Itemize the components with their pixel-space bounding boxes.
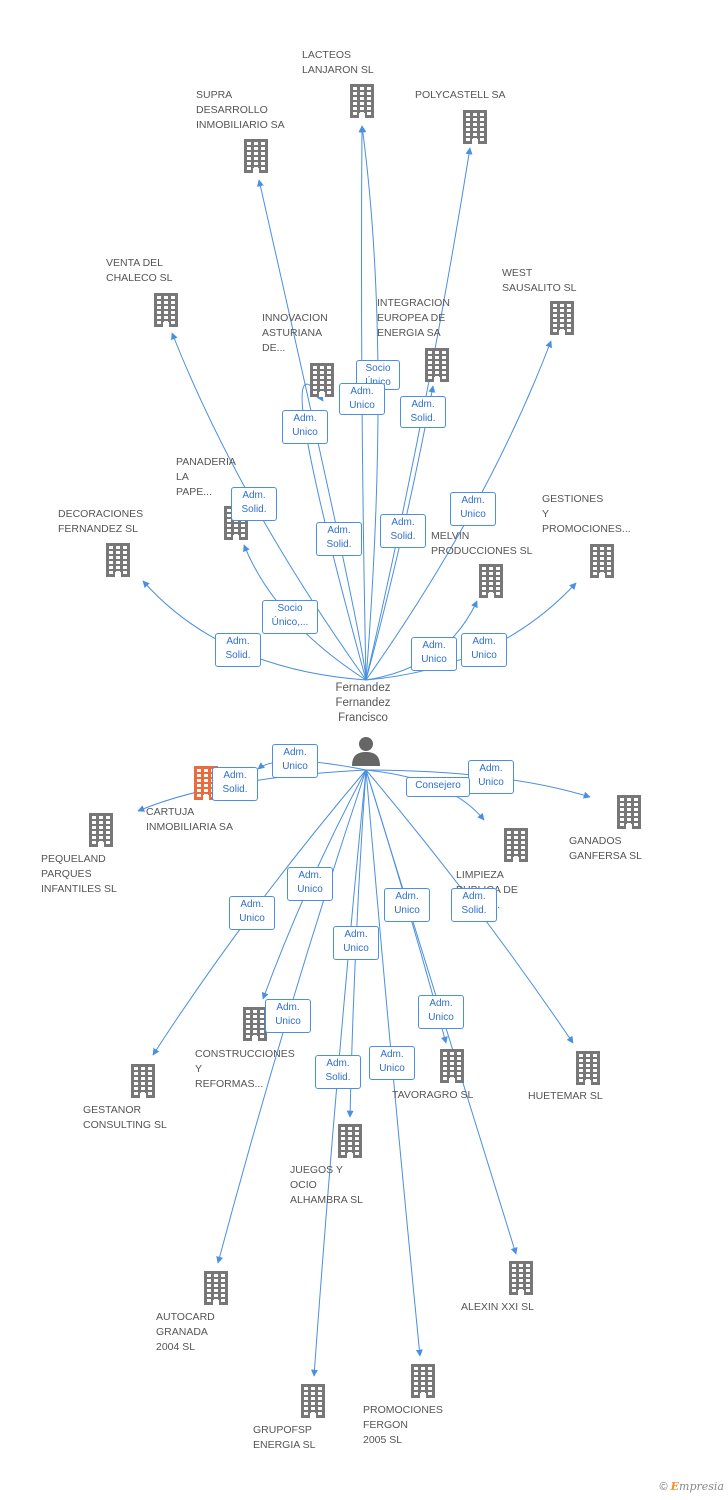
building-icon[interactable] (424, 348, 450, 387)
company-name[interactable]: INNOVACION ASTURIANA DE... (262, 312, 328, 354)
building-icon[interactable] (242, 1007, 268, 1046)
company-name[interactable]: GANADOS GANFERSA SL (569, 835, 642, 862)
building-icon[interactable] (575, 1051, 601, 1090)
building-icon[interactable] (439, 1049, 465, 1088)
edge-label-huetemar[interactable]: Adm. Solid. (451, 888, 497, 922)
edge-label-cartuja[interactable]: Adm. Unico (272, 744, 318, 778)
building-icon[interactable] (478, 564, 504, 603)
building-icon[interactable] (337, 1124, 363, 1163)
copyright-symbol: © (659, 1481, 668, 1493)
edge-label-pequeland[interactable]: Adm. Solid. (212, 767, 258, 801)
edge-label-autocard[interactable]: Adm. Unico (265, 999, 311, 1033)
edge-label-tavoragro[interactable]: Adm. Unico (384, 888, 430, 922)
company-name[interactable]: ALEXIN XXI SL (461, 1301, 534, 1313)
edge-label-gestiones[interactable]: Adm. Unico (461, 633, 507, 667)
brand-logo[interactable]: Empresia (670, 1480, 724, 1493)
edge-label-polycastell[interactable]: Adm. Solid. (400, 396, 446, 428)
edge-label-innovacion[interactable]: Adm. Unico (282, 410, 328, 444)
company-name[interactable]: POLYCASTELL SA (415, 89, 506, 101)
building-icon[interactable] (589, 544, 615, 583)
company-name[interactable]: VENTA DEL CHALECO SL (106, 257, 173, 284)
edge-label-lacteos[interactable]: Adm. Unico (339, 383, 385, 415)
building-icon[interactable] (508, 1261, 534, 1300)
edge-label-decoraciones[interactable]: Adm. Solid. (215, 633, 261, 667)
company-name[interactable]: CARTUJA INMOBILIARIA SA (146, 806, 233, 833)
company-name[interactable]: INTEGRACION EUROPEA DE ENERGIA SA (377, 297, 450, 339)
building-icon[interactable] (153, 293, 179, 332)
company-name[interactable]: CONSTRUCCIONES Y REFORMAS... (195, 1048, 295, 1090)
company-name[interactable]: GESTANOR CONSULTING SL (83, 1104, 167, 1131)
edge-label-venta[interactable]: Adm. Solid. (231, 487, 277, 521)
building-icon[interactable] (243, 139, 269, 178)
company-name[interactable]: MELVIN PRODUCCIONES SL (431, 530, 533, 557)
footer-credit: © Empresia (659, 1480, 724, 1493)
company-name[interactable]: GESTIONES Y PROMOCIONES... (542, 493, 631, 535)
company-name[interactable]: JUEGOS Y OCIO ALHAMBRA SL (290, 1164, 363, 1206)
building-icon[interactable] (300, 1384, 326, 1423)
person-icon[interactable] (350, 735, 382, 767)
building-icon[interactable] (462, 110, 488, 149)
edge-label-panaderia[interactable]: Socio Único,... (262, 600, 318, 634)
company-name[interactable]: HUETEMAR SL (528, 1090, 603, 1102)
edge-label-construcciones[interactable]: Adm. Unico (287, 867, 333, 901)
edge-label-gestanor[interactable]: Adm. Unico (229, 896, 275, 930)
building-icon[interactable] (349, 84, 375, 123)
edge-label-promociones[interactable]: Adm. Unico (369, 1046, 415, 1080)
center-person-name[interactable]: Fernandez Fernandez Francisco (335, 682, 391, 724)
company-name[interactable]: PEQUELAND PARQUES INFANTILES SL (41, 853, 117, 895)
building-icon[interactable] (503, 828, 529, 867)
company-name[interactable]: GRUPOFSP ENERGIA SL (253, 1424, 316, 1451)
company-name[interactable]: DECORACIONES FERNANDEZ SL (58, 508, 144, 535)
edge-label-supra[interactable]: Adm. Solid. (316, 522, 362, 556)
building-icon[interactable] (105, 543, 131, 582)
building-icon[interactable] (88, 813, 114, 852)
company-name[interactable]: PROMOCIONES FERGON 2005 SL (363, 1404, 443, 1446)
edge-label-west[interactable]: Adm. Unico (450, 492, 496, 526)
edge-label-juegos[interactable]: Adm. Unico (333, 926, 379, 960)
company-name[interactable]: SUPRA DESARROLLO INMOBILIARIO SA (196, 89, 285, 131)
building-icon[interactable] (203, 1271, 229, 1310)
building-icon[interactable] (309, 363, 335, 402)
edge-label-ganados[interactable]: Adm. Unico (468, 760, 514, 794)
building-icon[interactable] (616, 795, 642, 834)
building-icon[interactable] (130, 1064, 156, 1103)
company-name[interactable]: WEST SAUSALITO SL (502, 267, 577, 294)
edge-label-grupofsp[interactable]: Adm. Solid. (315, 1055, 361, 1089)
building-icon[interactable] (410, 1364, 436, 1403)
company-name[interactable]: AUTOCARD GRANADA 2004 SL (156, 1311, 215, 1353)
company-name[interactable]: PANADERIA LA PAPE... (176, 456, 236, 498)
edge-label-integracion[interactable]: Adm. Solid. (380, 514, 426, 548)
edge-label-alexin[interactable]: Adm. Unico (418, 995, 464, 1029)
company-name[interactable]: TAVORAGRO SL (392, 1089, 474, 1101)
company-name[interactable]: LACTEOS LANJARON SL (302, 49, 374, 76)
building-icon[interactable] (549, 301, 575, 340)
edge-label-limpieza[interactable]: Consejero (406, 777, 470, 797)
edge-label-melvin[interactable]: Adm. Unico (411, 637, 457, 671)
